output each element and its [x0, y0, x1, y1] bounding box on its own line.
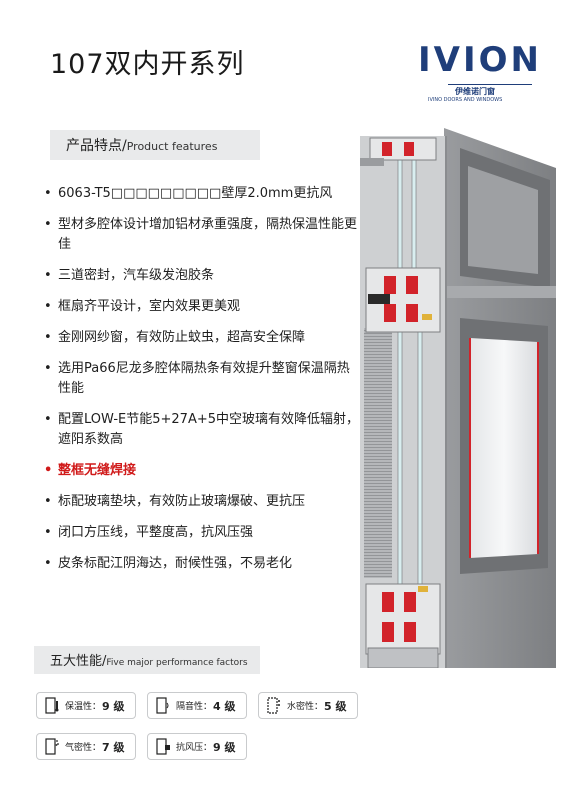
- logo-name-en: IVINO DOORS AND WINDOWS: [428, 97, 503, 103]
- performance-label: 水密性：: [287, 702, 324, 712]
- performance-heading: 五大性能/Five major performance factors: [34, 646, 260, 674]
- feature-item: 皮条标配江阴海达，耐候性强，不易老化: [42, 554, 362, 574]
- thermal-break-middle: [365, 267, 441, 333]
- performance-heading-cn: 五大性能/: [50, 654, 107, 669]
- performance-badge-insulation: 保温性：9 级: [36, 692, 136, 719]
- feature-item: 型材多腔体设计增加铝材承重强度，隔热保温性能更佳: [42, 215, 362, 255]
- sound-window-icon: [156, 697, 169, 714]
- features-heading-en: Product features: [126, 140, 218, 153]
- page-title: 107双内开系列: [50, 49, 245, 80]
- features-heading: 产品特点/Product features: [50, 130, 260, 160]
- performance-value: 5 级: [324, 699, 347, 713]
- performance-value: 9 级: [102, 699, 125, 713]
- mid-rail: [444, 286, 556, 298]
- performance-badge-wind-pressure: 抗风压：9 级: [147, 733, 247, 760]
- water-drop-window-icon: [267, 697, 280, 714]
- performance-heading-en: Five major performance factors: [106, 658, 248, 668]
- thermometer-window-icon: [45, 697, 59, 714]
- sash-glass: [470, 338, 538, 558]
- performance-value: 4 级: [213, 699, 236, 713]
- air-window-icon: [45, 738, 59, 755]
- logo-wordmark: IVION: [418, 40, 542, 80]
- insect-screen: [364, 328, 392, 578]
- features-heading-cn: 产品特点/: [66, 138, 127, 154]
- thermal-break-top: [360, 137, 437, 166]
- performance-badge-soundproof: 隔音性：4 级: [147, 692, 247, 719]
- thermal-break-bottom: [365, 583, 441, 668]
- performance-label: 气密性：: [65, 743, 102, 753]
- performance-badge-watertight: 水密性：5 级: [258, 692, 358, 719]
- performance-badge-airtight: 气密性：7 级: [36, 733, 136, 760]
- performance-label: 隔音性：: [176, 702, 213, 712]
- feature-item: 标配玻璃垫块，有效防止玻璃爆破、更抗压: [42, 492, 362, 512]
- performance-label: 保温性：: [65, 702, 102, 712]
- transom-glass: [468, 166, 538, 274]
- feature-item: 选用Pa66尼龙多腔体隔热条有效提升整窗保温隔热性能: [42, 359, 362, 399]
- feature-item: 金刚网纱窗，有效防止蚊虫，超高安全保障: [42, 328, 362, 348]
- wind-pressure-window-icon: [156, 738, 170, 755]
- feature-list: 6063-T5□□□□□□□□□壁厚2.0mm更抗风 型材多腔体设计增加铝材承重…: [42, 184, 362, 585]
- feature-item: 三道密封，汽车级发泡胶条: [42, 266, 362, 286]
- feature-item: 配置LOW-E节能5+27A+5中空玻璃有效降低辐射，遮阳系数高: [42, 410, 362, 450]
- window-profile-illustration: [360, 128, 556, 668]
- logo-divider: [448, 84, 532, 85]
- performance-value: 9 级: [213, 740, 236, 754]
- logo-name-cn: 伊维诺门窗: [455, 87, 495, 96]
- feature-item: 6063-T5□□□□□□□□□壁厚2.0mm更抗风: [42, 184, 362, 204]
- feature-item-highlight: 整框无缝焊接: [42, 461, 362, 481]
- brand-logo: IVION 伊维诺门窗 IVINO DOORS AND WINDOWS: [418, 40, 558, 103]
- performance-value: 7 级: [102, 740, 125, 754]
- feature-item: 框扇齐平设计，室内效果更美观: [42, 297, 362, 317]
- performance-label: 抗风压：: [176, 743, 213, 753]
- feature-item: 闭口方压线，平整度高，抗风压强: [42, 523, 362, 543]
